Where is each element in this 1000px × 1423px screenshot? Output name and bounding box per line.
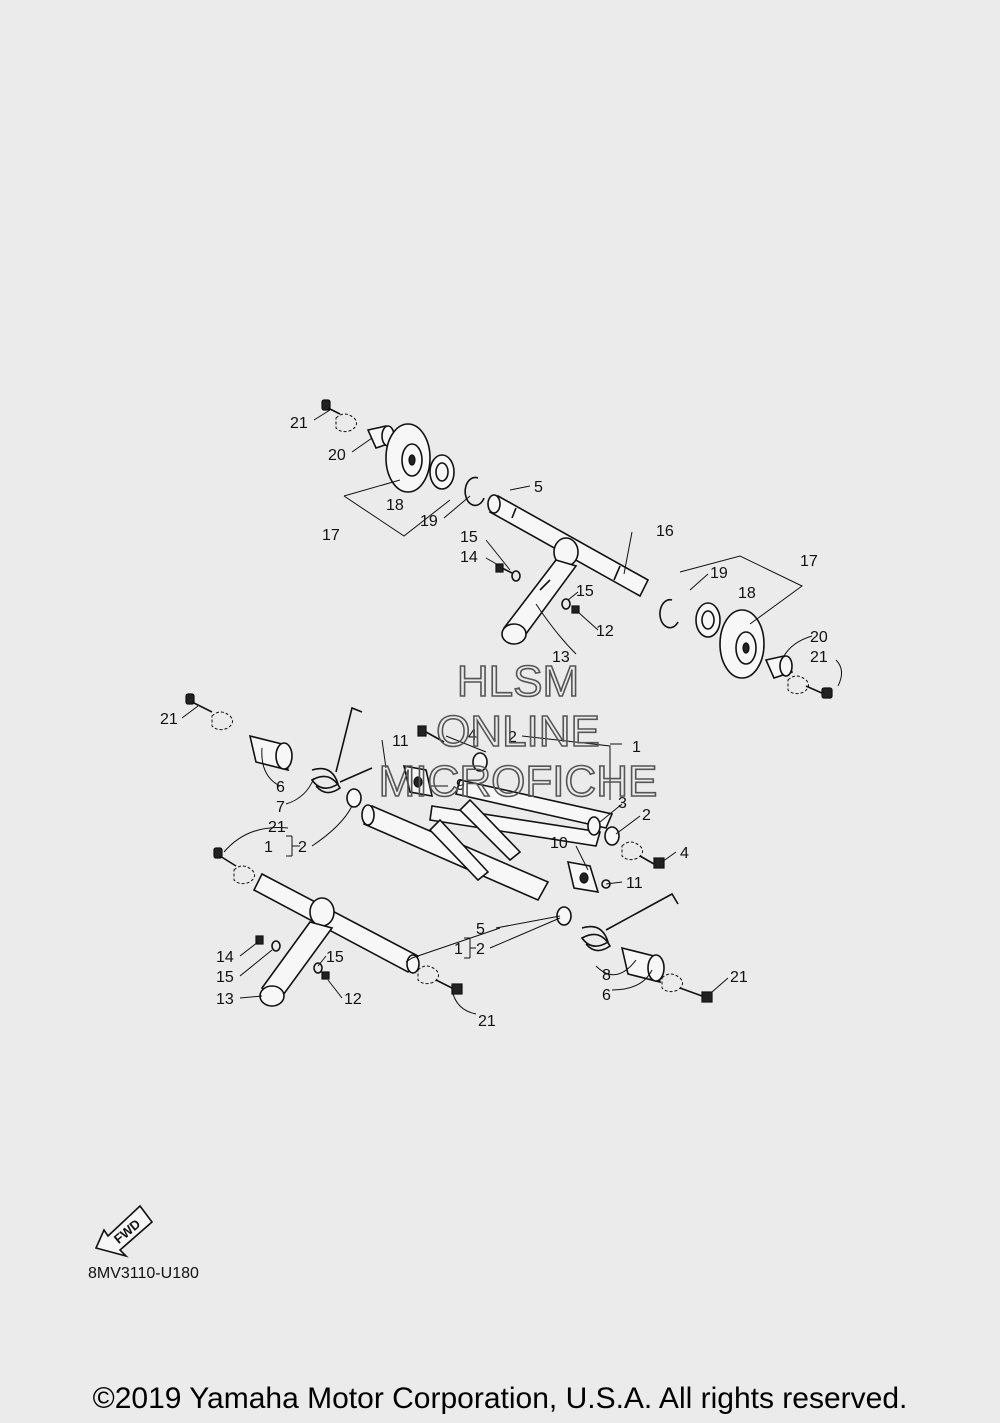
callout-11: 11 bbox=[626, 875, 643, 892]
bushing-2-left bbox=[346, 788, 362, 808]
callout-13: 13 bbox=[216, 991, 234, 1008]
callout-19: 19 bbox=[420, 513, 438, 530]
bolt-14-lower bbox=[255, 935, 330, 980]
rocker-arm-13-upper bbox=[501, 537, 579, 645]
callout-4: 4 bbox=[680, 845, 689, 862]
callout-20: 20 bbox=[810, 629, 828, 646]
callout-5: 5 bbox=[476, 921, 485, 938]
bolt-21-lower-right bbox=[661, 973, 713, 1003]
callout-7: 7 bbox=[276, 799, 285, 816]
callout-21: 21 bbox=[478, 1013, 496, 1030]
callout-21: 21 bbox=[160, 711, 178, 728]
callout-2: 2 bbox=[642, 807, 651, 824]
callout-17: 17 bbox=[800, 553, 818, 570]
bolt-14-upper bbox=[495, 563, 521, 582]
bolt-21-lower-upper-left bbox=[185, 693, 234, 731]
callout-2: 2 bbox=[298, 839, 307, 856]
callout-15: 15 bbox=[576, 583, 594, 600]
callout-6: 6 bbox=[602, 987, 611, 1004]
bolt-21-lower-center bbox=[417, 965, 463, 995]
callout-9: 9 bbox=[456, 777, 465, 794]
bushing-2-upper bbox=[472, 752, 488, 772]
callout-15: 15 bbox=[326, 949, 344, 966]
callout-21: 21 bbox=[810, 649, 828, 666]
stopper-10 bbox=[566, 860, 611, 894]
diagram-code: 8MV3110-U180 bbox=[88, 1265, 199, 1282]
frame-1 bbox=[361, 779, 614, 902]
collar-6-right bbox=[620, 946, 665, 984]
callout-19: 19 bbox=[710, 565, 728, 582]
collar-6-left bbox=[248, 734, 293, 772]
callout-labels: 21 20 18 17 19 5 15 14 16 15 12 13 19 18… bbox=[160, 415, 828, 1030]
lower-frame-assembly bbox=[185, 693, 713, 1007]
callout-3: 3 bbox=[618, 795, 627, 812]
watermark: HLSM ONLINE MICROFICHE bbox=[378, 656, 658, 807]
stopper-9 bbox=[402, 764, 434, 798]
upper-shaft-assembly bbox=[321, 399, 833, 699]
callout-10: 10 bbox=[550, 835, 568, 852]
callout-21: 21 bbox=[268, 819, 286, 836]
bolt-4-right bbox=[621, 841, 665, 869]
bearing-18-upper-right bbox=[695, 602, 721, 638]
leader-lines bbox=[181, 409, 842, 1015]
collar-20-upper-right bbox=[764, 655, 794, 679]
callout-14: 14 bbox=[460, 549, 478, 566]
bushing-3 bbox=[587, 816, 620, 846]
callout-18: 18 bbox=[738, 585, 756, 602]
callout-5: 5 bbox=[534, 479, 543, 496]
callout-16: 16 bbox=[656, 523, 674, 540]
circlip-19-upper-right bbox=[659, 598, 679, 629]
shaft-5-lower bbox=[252, 872, 420, 974]
callout-2: 2 bbox=[508, 729, 517, 746]
callout-12: 12 bbox=[344, 991, 362, 1008]
callout-1: 1 bbox=[454, 941, 463, 958]
bolt-21-upper-right bbox=[787, 675, 833, 699]
bolt-4-upper bbox=[417, 725, 445, 743]
bearing-18-upper-left bbox=[429, 454, 455, 490]
callout-21: 21 bbox=[730, 969, 748, 986]
circlip-19-upper-left bbox=[464, 476, 485, 507]
rocker-arm-13-lower bbox=[259, 897, 335, 1007]
callout-15: 15 bbox=[216, 969, 234, 986]
callout-6: 6 bbox=[276, 779, 285, 796]
callout-1: 1 bbox=[632, 739, 641, 756]
watermark-line-2: ONLINE bbox=[436, 707, 600, 756]
callout-20: 20 bbox=[328, 447, 346, 464]
callout-12: 12 bbox=[596, 623, 614, 640]
watermark-line-1: HLSM bbox=[457, 657, 579, 706]
callout-21: 21 bbox=[290, 415, 308, 432]
callout-4: 4 bbox=[468, 727, 477, 744]
callout-8: 8 bbox=[602, 967, 611, 984]
idler-wheel-17-upper-right bbox=[719, 609, 765, 679]
bolt-21-lower-left bbox=[213, 847, 256, 885]
callout-14: 14 bbox=[216, 949, 234, 966]
callout-1: 1 bbox=[264, 839, 273, 856]
spring-8 bbox=[580, 892, 679, 952]
callout-13: 13 bbox=[552, 649, 570, 666]
idler-wheel-17-upper-left bbox=[385, 423, 431, 493]
bolt-21-upper-left bbox=[321, 399, 358, 433]
callout-11: 11 bbox=[392, 733, 409, 750]
callout-15: 15 bbox=[460, 529, 478, 546]
fwd-arrow-icon: FWD bbox=[94, 1204, 154, 1258]
callout-17: 17 bbox=[322, 527, 340, 544]
watermark-line-3: MICROFICHE bbox=[379, 757, 658, 806]
nut-12-upper bbox=[561, 598, 580, 614]
callout-18: 18 bbox=[386, 497, 404, 514]
spring-7 bbox=[310, 706, 373, 794]
copyright-notice: ©2019 Yamaha Motor Corporation, U.S.A. A… bbox=[93, 1382, 908, 1415]
bushing-2-middle bbox=[556, 906, 572, 926]
callout-2: 2 bbox=[476, 941, 485, 958]
